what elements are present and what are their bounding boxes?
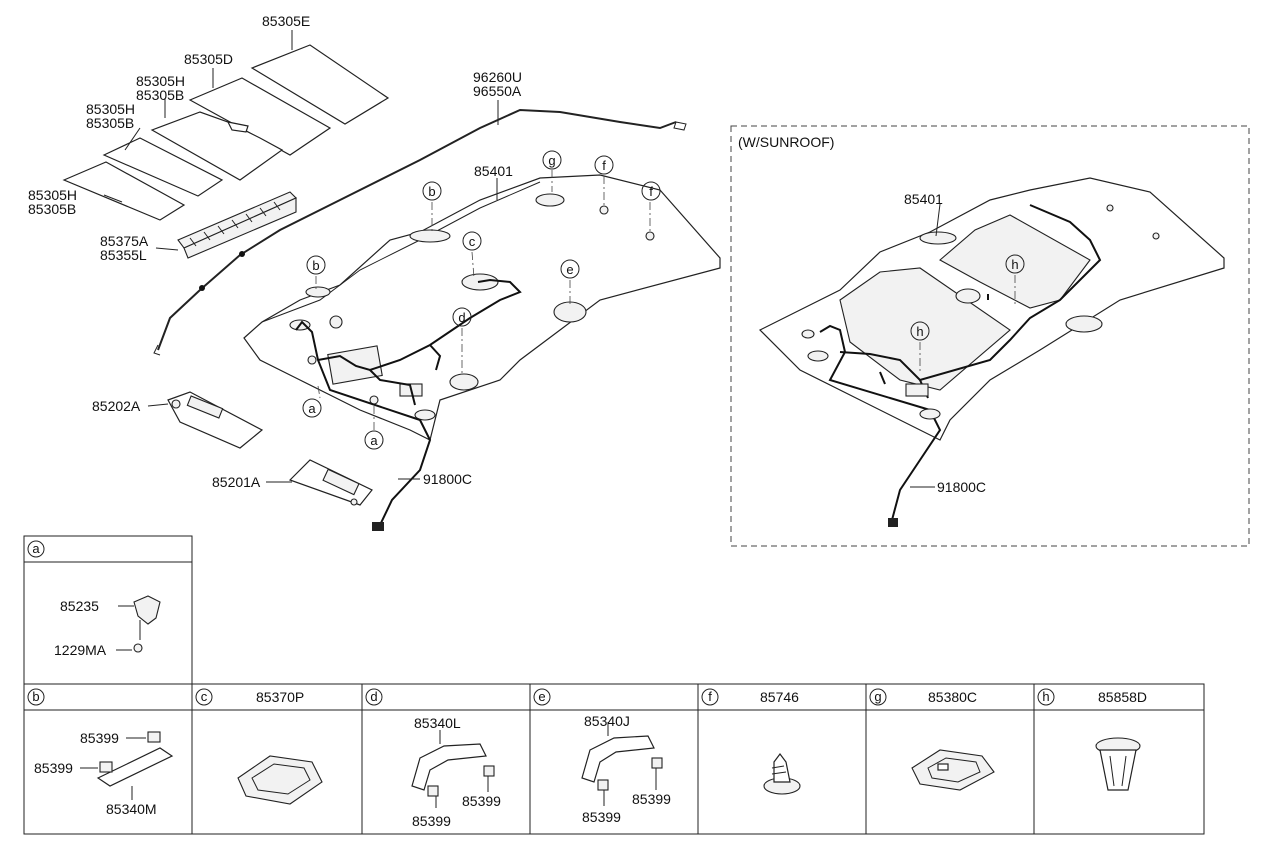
cell-e-label-2: 85399	[582, 809, 621, 825]
sunvisor-85201A	[288, 459, 373, 506]
label-85305B-2: 85305B	[86, 115, 134, 131]
label-85235: 85235	[60, 598, 99, 614]
main-part-labels: 85305E 85305D 85305H 85305B 85305H 85305…	[28, 13, 522, 490]
label-85305B-3: 85305B	[28, 201, 76, 217]
callout-d: d	[452, 307, 472, 327]
svg-text:a: a	[32, 541, 40, 556]
cell-d-grab-handle: 85340L 85399 85399	[411, 715, 501, 829]
callout-a-2: a	[364, 430, 384, 450]
sunroof-callout-h-1: h	[1005, 254, 1025, 274]
label-85305B-1: 85305B	[136, 87, 184, 103]
table-a-letter: a	[27, 540, 45, 558]
callout-f-1: f	[594, 155, 614, 175]
detail-table-bottom: b c 85370P d e f 85746 g 85380C h 85858D…	[23, 683, 1205, 835]
cell-d-label-3: 85399	[462, 793, 501, 809]
svg-text:a: a	[308, 401, 316, 416]
callout-circles: g f f b b c e d a a	[302, 150, 661, 450]
label-85305D: 85305D	[184, 51, 233, 67]
bracket-85375A	[177, 191, 297, 259]
cell-f-header: f	[701, 688, 719, 706]
cell-g-cover	[911, 749, 995, 791]
label-85202A: 85202A	[92, 398, 141, 414]
svg-text:h: h	[916, 324, 923, 339]
cell-f-clip	[763, 753, 801, 795]
cell-b-header: b	[27, 688, 45, 706]
cell-b-label-1: 85399	[80, 730, 119, 746]
cell-d-header: d	[365, 688, 383, 706]
label-1229MA: 1229MA	[54, 642, 107, 658]
detail-table-a: a 85235 1229MA	[23, 535, 193, 685]
cell-e-header: e	[533, 688, 551, 706]
wire-harness-96260U	[153, 108, 687, 356]
pad-85305H-85305B-lower	[62, 161, 186, 221]
cell-h-part: 85858D	[1098, 689, 1147, 705]
svg-text:f: f	[708, 689, 712, 704]
wiring-91800C	[295, 278, 522, 531]
sunvisor-85202A	[167, 391, 264, 449]
cell-e-grab-handle: 85340J 85399 85399	[581, 713, 671, 825]
cell-e-label-3: 85399	[632, 791, 671, 807]
label-85305E: 85305E	[262, 13, 310, 29]
cell-b-label-3: 85340M	[106, 801, 157, 817]
label-85305H-3: 85305H	[28, 187, 77, 203]
callout-e: e	[560, 259, 580, 279]
label-85355L: 85355L	[100, 247, 147, 263]
cell-d-label-2: 85399	[412, 813, 451, 829]
svg-text:h: h	[1042, 689, 1049, 704]
pad-85305H-85305B-upper	[150, 111, 284, 181]
sunroof-label-91800C: 91800C	[937, 479, 986, 495]
cell-h-clip	[1095, 737, 1141, 791]
label-85305H-2: 85305H	[86, 101, 135, 117]
callout-a-1: a	[302, 398, 322, 418]
svg-text:f: f	[649, 184, 653, 199]
label-91800C: 91800C	[423, 471, 472, 487]
callout-f-2: f	[641, 181, 661, 201]
label-96550A: 96550A	[473, 83, 522, 99]
cell-g-header: g	[869, 688, 887, 706]
cell-c-map-lamp	[237, 755, 323, 805]
cell-f-part: 85746	[760, 689, 799, 705]
svg-text:a: a	[370, 433, 378, 448]
callout-c: c	[462, 231, 482, 251]
svg-text:e: e	[538, 689, 545, 704]
pad-85305E	[250, 44, 390, 125]
sunroof-callout-h-2: h	[910, 321, 930, 341]
sunroof-variant-box: (W/SUNROOF) 85401 91800C h h	[730, 125, 1250, 547]
sunroof-label-85401: 85401	[904, 191, 943, 207]
cell-g-part: 85380C	[928, 689, 977, 705]
pad-85305H-85305B-mid	[102, 137, 224, 197]
cell-c-part: 85370P	[256, 689, 304, 705]
leader-lines	[103, 30, 651, 483]
callout-g: g	[542, 150, 562, 170]
label-85305H-1: 85305H	[136, 73, 185, 89]
label-85375A: 85375A	[100, 233, 149, 249]
label-96260U: 96260U	[473, 69, 522, 85]
svg-text:e: e	[566, 262, 573, 277]
svg-text:b: b	[312, 258, 319, 273]
cell-h-header: h	[1037, 688, 1055, 706]
label-85201A: 85201A	[212, 474, 261, 490]
label-85401: 85401	[474, 163, 513, 179]
cell-b-grab-handle: 85399 85399 85340M	[34, 730, 174, 817]
svg-text:f: f	[602, 158, 606, 173]
callout-b-1: b	[422, 181, 442, 201]
sunroof-title: (W/SUNROOF)	[738, 134, 834, 150]
cell-d-label-1: 85340L	[414, 715, 461, 731]
svg-text:h: h	[1011, 257, 1018, 272]
svg-text:d: d	[458, 310, 465, 325]
cell-e-label-1: 85340J	[584, 713, 630, 729]
svg-text:d: d	[370, 689, 377, 704]
svg-text:g: g	[874, 689, 881, 704]
callout-b-2: b	[306, 255, 326, 275]
svg-text:b: b	[32, 689, 39, 704]
svg-text:c: c	[201, 689, 208, 704]
svg-text:b: b	[428, 184, 435, 199]
cell-b-label-2: 85399	[34, 760, 73, 776]
cell-c-header: c	[195, 688, 213, 706]
svg-text:g: g	[548, 153, 555, 168]
svg-text:c: c	[469, 234, 476, 249]
